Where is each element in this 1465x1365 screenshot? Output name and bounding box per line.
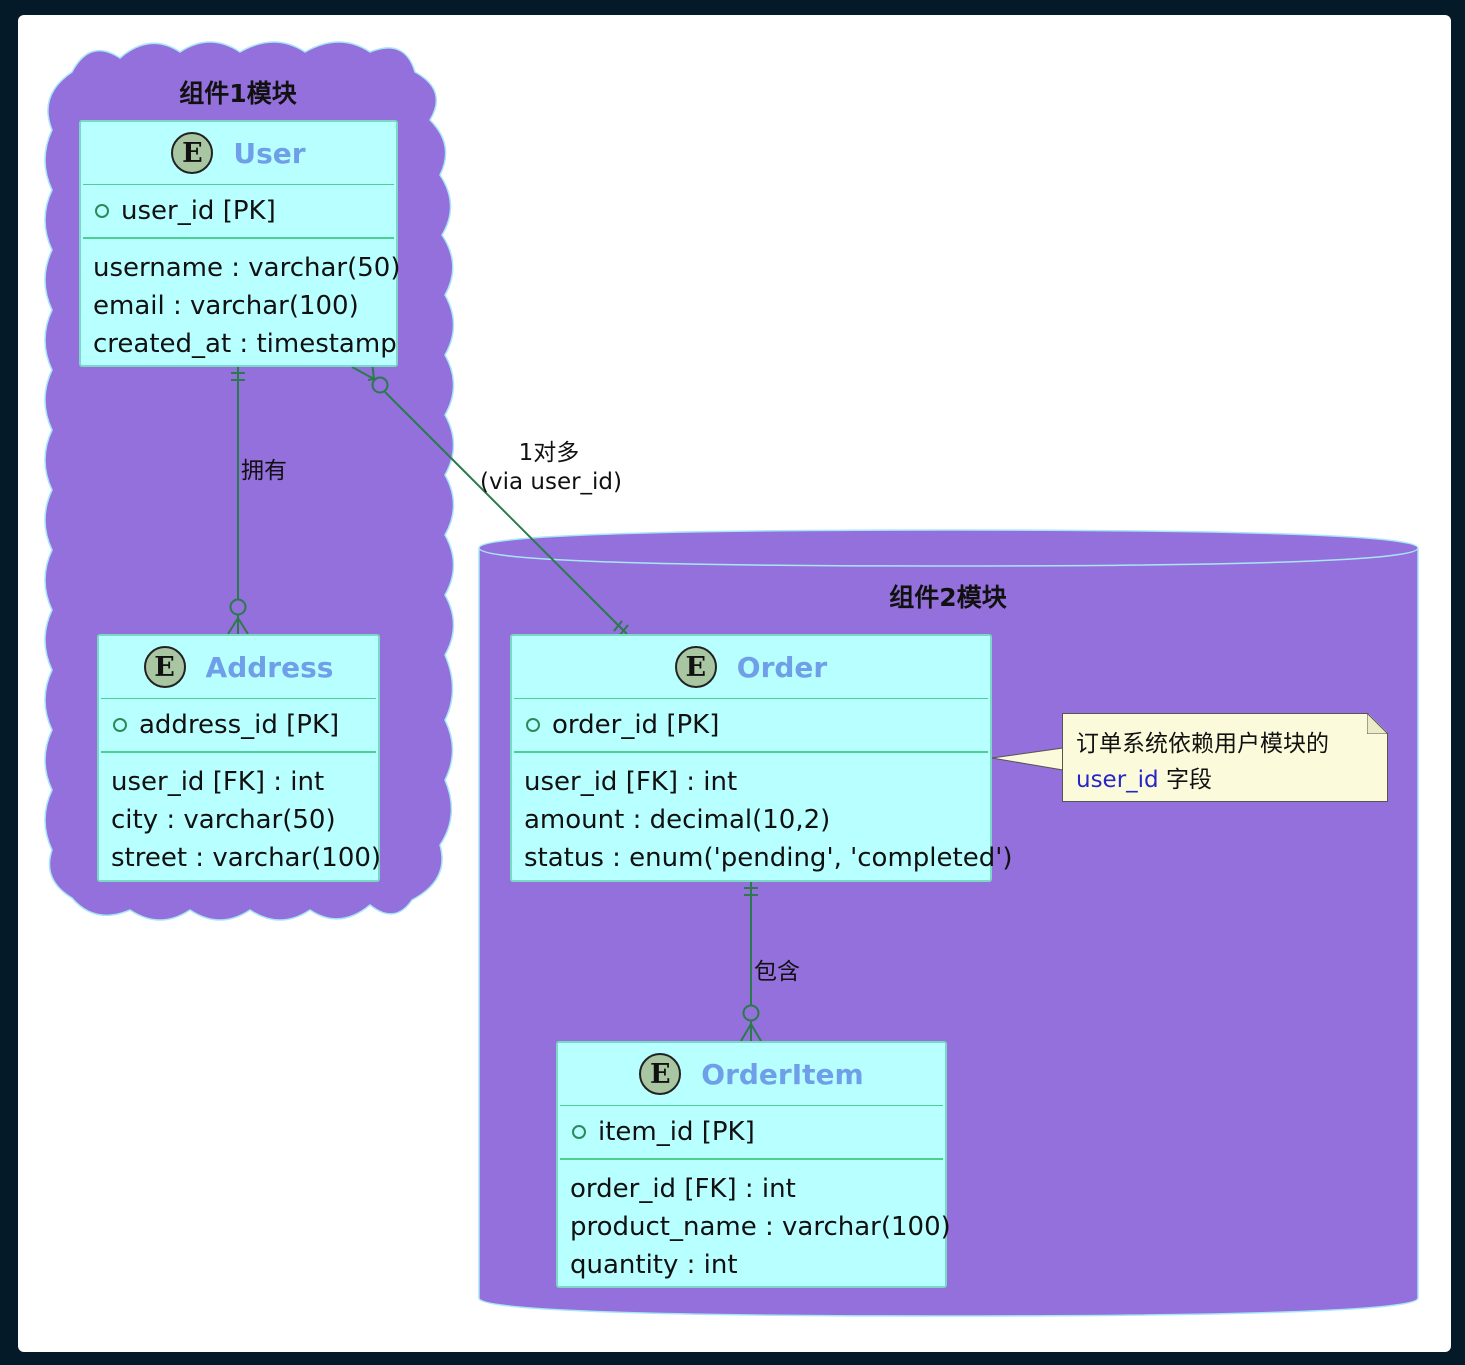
entity-header: E Order [514,636,988,699]
attribute: email : varchar(100) [93,291,359,321]
entity-header: E OrderItem [560,1043,943,1106]
attribute: order_id [FK] : int [570,1174,796,1204]
relation-label-user-address: 拥有 [241,458,287,484]
note-line1: 订单系统依赖用户模块的 [1076,731,1329,757]
note-field-link[interactable]: user_id [1076,767,1159,793]
entity-pk-row: item_id [PK] [560,1106,943,1160]
pk-field: user_id [PK] [121,196,276,226]
entity-address[interactable]: E Address address_id [PK] user_id [FK] :… [97,634,382,882]
attribute: street : varchar(100) [111,843,382,873]
pk-field: order_id [PK] [552,710,720,740]
note-line2: user_id 字段 [1076,762,1387,798]
note-fold-corner [1367,713,1388,734]
entity-order[interactable]: E Order order_id [PK] user_id [FK] : int… [510,634,1013,882]
entity-e-icon: E [639,1053,682,1095]
attribute: user_id [FK] : int [111,767,325,797]
pk-circle-icon [95,204,109,218]
relation-label-user-order-line2: (via user_id) [480,469,623,495]
entity-name: User [233,136,306,170]
pk-circle-icon [113,718,127,732]
attribute: product_name : varchar(100) [570,1212,951,1242]
attribute: status : enum('pending', 'completed') [524,843,1013,873]
attribute: amount : decimal(10,2) [524,805,831,835]
relation-user-address [227,367,249,635]
relation-label-order-orderitem: 包含 [754,959,800,985]
relation-label-user-order-line1: 1对多 [518,440,580,466]
entity-pk-row: user_id [PK] [83,185,394,239]
pk-circle-icon [572,1125,586,1139]
package-title-component1: 组件1模块 [179,79,297,108]
package-title-component2: 组件2模块 [889,583,1007,612]
entity-attributes: order_id [FK] : int product_name : varch… [558,1160,951,1284]
entity-name: Order [736,650,828,684]
entity-header: E User [83,122,394,185]
entity-orderitem[interactable]: E OrderItem item_id [PK] order_id [FK] :… [556,1041,951,1288]
pk-field: item_id [PK] [598,1117,755,1147]
database-rim [478,547,1419,567]
attribute: user_id [FK] : int [524,767,738,797]
entity-name: OrderItem [701,1057,864,1091]
entity-e-icon: E [171,132,214,174]
note: 订单系统依赖用户模块的 user_id 字段 [1062,713,1388,802]
relation-order-orderitem [740,882,762,1042]
entity-e-icon: E [674,646,717,688]
note-suffix: 字段 [1165,767,1212,793]
entity-pk-row: order_id [PK] [514,699,988,753]
attribute: username : varchar(50) [93,253,401,283]
entity-e-icon: E [143,646,186,688]
entity-attributes: user_id [FK] : int city : varchar(50) st… [99,753,382,877]
attribute: created_at : timestamp [93,329,397,359]
attribute: city : varchar(50) [111,805,336,835]
entity-pk-row: address_id [PK] [101,699,376,753]
entity-attributes: user_id [FK] : int amount : decimal(10,2… [512,753,1013,877]
entity-attributes: username : varchar(50) email : varchar(1… [81,239,401,363]
pk-circle-icon [526,718,540,732]
entity-header: E Address [101,636,376,699]
pk-field: address_id [PK] [139,710,340,740]
attribute: quantity : int [570,1250,738,1280]
entity-name: Address [205,650,334,684]
entity-user[interactable]: E User user_id [PK] username : varchar(5… [79,120,401,367]
